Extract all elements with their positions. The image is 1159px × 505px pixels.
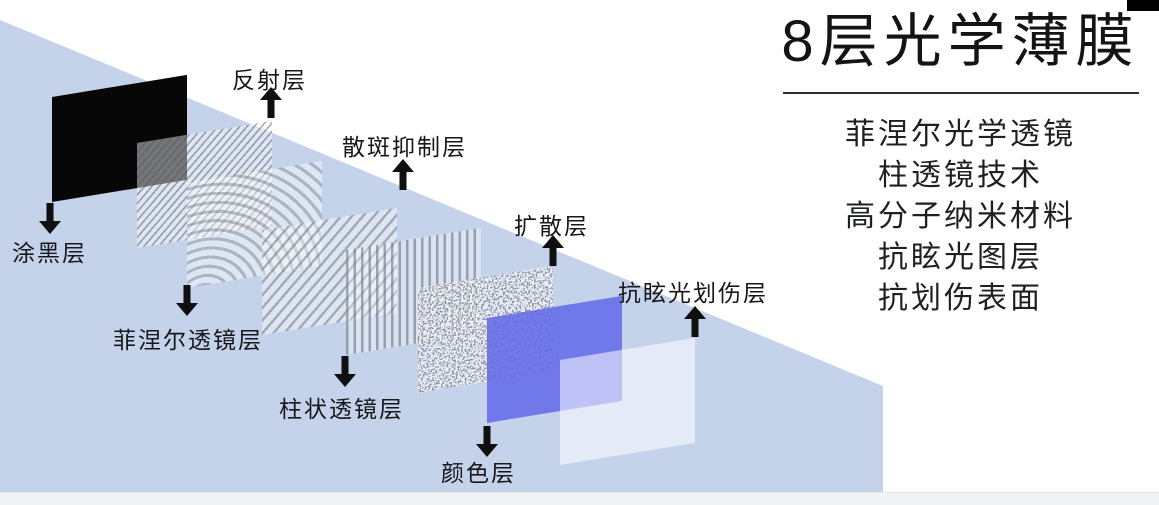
feature-item: 抗划伤表面 <box>878 281 1043 315</box>
label-reflective: 反射层 <box>232 67 307 93</box>
feature-item: 高分子纳米材料 <box>845 199 1076 233</box>
label-lenticular-lens: 柱状透镜层 <box>279 396 404 422</box>
layer-anti-glare-scratch <box>560 337 695 465</box>
title-divider <box>782 91 1139 94</box>
label-speckle-suppression: 散斑抑制层 <box>342 134 467 160</box>
label-anti-glare-scratch: 抗眩光划伤层 <box>618 280 768 306</box>
feature-item: 柱透镜技术 <box>878 158 1043 192</box>
label-fresnel-lens: 菲涅尔透镜层 <box>113 327 263 353</box>
label-color: 颜色层 <box>441 460 516 486</box>
feature-item: 菲涅尔光学透镜 <box>845 117 1076 151</box>
page-title: 8层光学薄膜 <box>781 9 1140 74</box>
label-black-coating: 涂黑层 <box>12 240 87 266</box>
feature-item: 抗眩光图层 <box>878 240 1043 274</box>
bottom-strip <box>0 492 1159 505</box>
info-panel: 8层光学薄膜 菲涅尔光学透镜 柱透镜技术 高分子纳米材料 抗眩光图层 抗划伤表面 <box>762 6 1159 319</box>
label-diffusion: 扩散层 <box>514 213 589 239</box>
corner-black-mark <box>1127 0 1159 11</box>
